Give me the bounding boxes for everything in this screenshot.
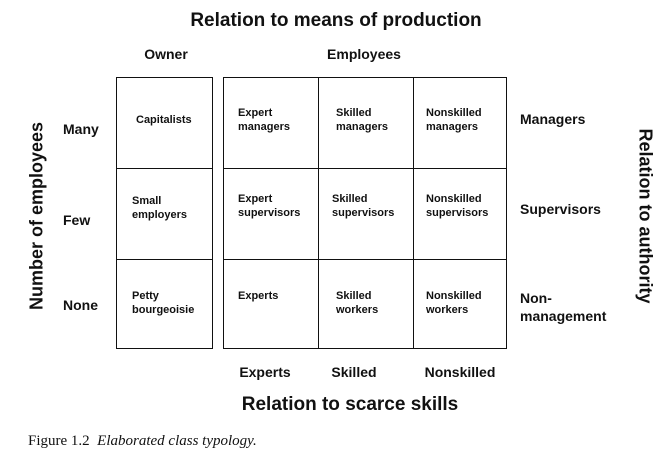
- right-axis-title: Relation to authority: [635, 128, 656, 304]
- cell-text-line: Nonskilled: [426, 290, 482, 302]
- cell-nonskilled-managers: Nonskilled managers: [414, 78, 507, 168]
- cell-text-line: supervisors: [238, 207, 301, 219]
- row-label-few: Few: [63, 212, 91, 228]
- cell-expert-supervisors: Expert supervisors: [224, 169, 318, 259]
- cell-expert-managers: Expert managers: [224, 78, 318, 168]
- cell-text-line: managers: [238, 121, 290, 133]
- employees-box: [223, 77, 507, 349]
- cell-skilled-supervisors: Skilled supervisors: [319, 169, 413, 259]
- cell-text-line: Expert: [238, 193, 273, 205]
- cell-text-line: supervisors: [426, 207, 489, 219]
- cell-text-line: workers: [426, 304, 469, 316]
- authority-label-managers: Managers: [520, 110, 585, 128]
- cell-text-line: Small: [132, 195, 162, 207]
- grid-line-horizontal: [223, 259, 507, 260]
- cell-skilled-managers: Skilled managers: [319, 78, 413, 168]
- cell-skilled-workers: Skilled workers: [319, 260, 413, 349]
- cell-petty-bourgeoisie: Petty bourgeoisie: [116, 260, 213, 349]
- authority-label-line: management: [520, 308, 607, 324]
- row-label-none: None: [63, 297, 98, 313]
- top-axis-title: Relation to means of production: [190, 10, 482, 31]
- authority-label-nonmanagement: Non- management: [520, 289, 606, 325]
- cell-text-line: Experts: [238, 290, 279, 302]
- owner-column-header: Owner: [144, 46, 188, 62]
- cell-nonskilled-workers: Nonskilled workers: [414, 260, 507, 349]
- cell-text-line: Petty: [132, 290, 159, 302]
- authority-label-line: Non-: [520, 290, 552, 306]
- caption-text: Elaborated class typology.: [97, 433, 257, 449]
- owner-divider: [116, 168, 213, 169]
- cell-text-line: bourgeoisie: [132, 304, 195, 316]
- owner-divider: [116, 259, 213, 260]
- cell-text-line: Nonskilled: [426, 193, 482, 205]
- cell-small-employers: Small employers: [116, 169, 213, 259]
- employees-column-header: Employees: [327, 46, 401, 62]
- grid-line-vertical: [318, 77, 319, 349]
- cell-text-line: workers: [336, 304, 379, 316]
- caption-label: Figure 1.2: [28, 433, 90, 449]
- bottom-axis-title: Relation to scarce skills: [241, 394, 459, 415]
- cell-text-line: Capitalists: [136, 114, 192, 126]
- cell-text-line: Nonskilled: [426, 107, 482, 119]
- left-axis-title: Number of employees: [26, 121, 47, 311]
- owner-box: [116, 77, 213, 349]
- column-label-nonskilled: Nonskilled: [424, 364, 496, 380]
- grid-line-vertical: [413, 77, 414, 349]
- cell-text-line: Expert: [238, 107, 273, 119]
- row-label-many: Many: [63, 121, 99, 137]
- grid-line-horizontal: [223, 168, 507, 169]
- cell-text-line: Skilled: [336, 107, 372, 119]
- column-label-skilled: Skilled: [331, 364, 377, 380]
- authority-label-supervisors: Supervisors: [520, 200, 601, 218]
- cell-text-line: managers: [336, 121, 388, 133]
- cell-text-line: managers: [426, 121, 478, 133]
- cell-text-line: employers: [132, 209, 188, 221]
- figure-caption: Figure 1.2 Elaborated class typology.: [28, 433, 257, 450]
- authority-label-line: Supervisors: [520, 201, 601, 217]
- cell-text-line: Skilled: [332, 193, 368, 205]
- authority-label-line: Managers: [520, 111, 586, 127]
- cell-nonskilled-supervisors: Nonskilled supervisors: [414, 169, 507, 259]
- cell-text-line: Skilled: [336, 290, 372, 302]
- cell-text-line: supervisors: [332, 207, 395, 219]
- column-label-experts: Experts: [239, 364, 291, 380]
- cell-experts: Experts: [224, 260, 318, 349]
- cell-capitalists: Capitalists: [116, 77, 213, 168]
